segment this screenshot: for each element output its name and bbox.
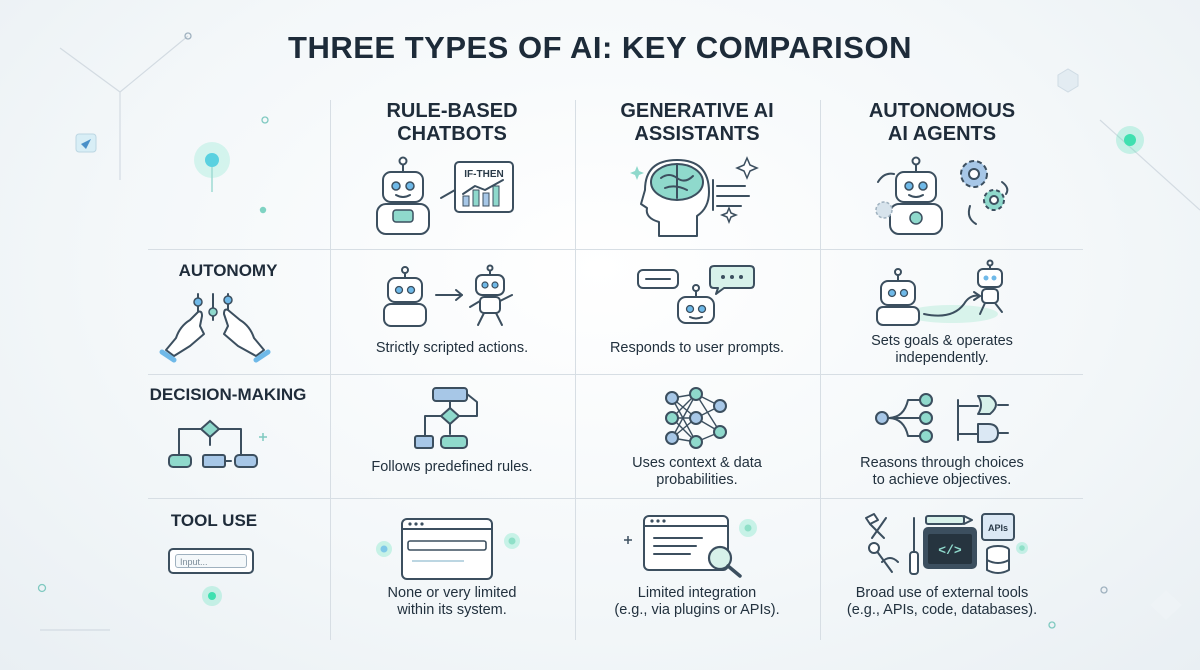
predefined-rules-flowchart-icon bbox=[414, 387, 478, 449]
cell-tool-generative: Limited integration(e.g., via plugins or… bbox=[614, 585, 780, 618]
if-then-label: IF-THEN bbox=[464, 169, 503, 180]
hands-sliders-icon bbox=[159, 293, 271, 363]
grid-divider bbox=[148, 249, 1083, 250]
independent-robot-path-icon bbox=[876, 259, 1003, 326]
grid-divider bbox=[820, 100, 821, 640]
chat-robot-icon bbox=[637, 265, 755, 324]
limited-window-icon bbox=[376, 518, 520, 580]
row-header-tool-use: TOOL USE bbox=[170, 511, 258, 530]
cell-autonomy-generative: Responds to user prompts. bbox=[609, 340, 785, 356]
flowchart-icon bbox=[168, 419, 267, 468]
grid-divider bbox=[148, 374, 1083, 375]
input-placeholder-text: Input... bbox=[175, 554, 247, 568]
cell-tool-autonomous: Broad use of external tools(e.g., APIs, … bbox=[846, 585, 1038, 618]
cell-autonomy-rule-based: Strictly scripted actions. bbox=[375, 340, 529, 356]
grid-divider bbox=[575, 100, 576, 640]
row-header-decision-making: DECISION-MAKING bbox=[149, 385, 307, 404]
external-tools-icon: </> APIs bbox=[865, 513, 1028, 575]
neural-network-icon bbox=[665, 387, 727, 449]
generative-brain-head-icon bbox=[630, 156, 759, 237]
code-label: </> bbox=[938, 543, 962, 558]
grid-divider bbox=[330, 100, 331, 640]
logic-gates-icon bbox=[875, 393, 1009, 443]
input-field-illustration: Input... bbox=[168, 548, 254, 574]
page-title: THREE TYPES OF AI: KEY COMPARISON bbox=[288, 30, 912, 65]
rule-based-robot-icon: IF-THEN bbox=[376, 156, 514, 235]
cell-decision-rule-based: Follows predefined rules. bbox=[371, 459, 533, 475]
plugin-window-search-icon bbox=[624, 515, 757, 578]
row-header-autonomy: AUTONOMY bbox=[178, 261, 278, 280]
apis-label: APIs bbox=[988, 523, 1008, 533]
autonomous-robot-gears-icon bbox=[875, 156, 1009, 235]
grid-divider bbox=[148, 498, 1083, 499]
scripted-robot-arrow-icon bbox=[383, 264, 513, 327]
